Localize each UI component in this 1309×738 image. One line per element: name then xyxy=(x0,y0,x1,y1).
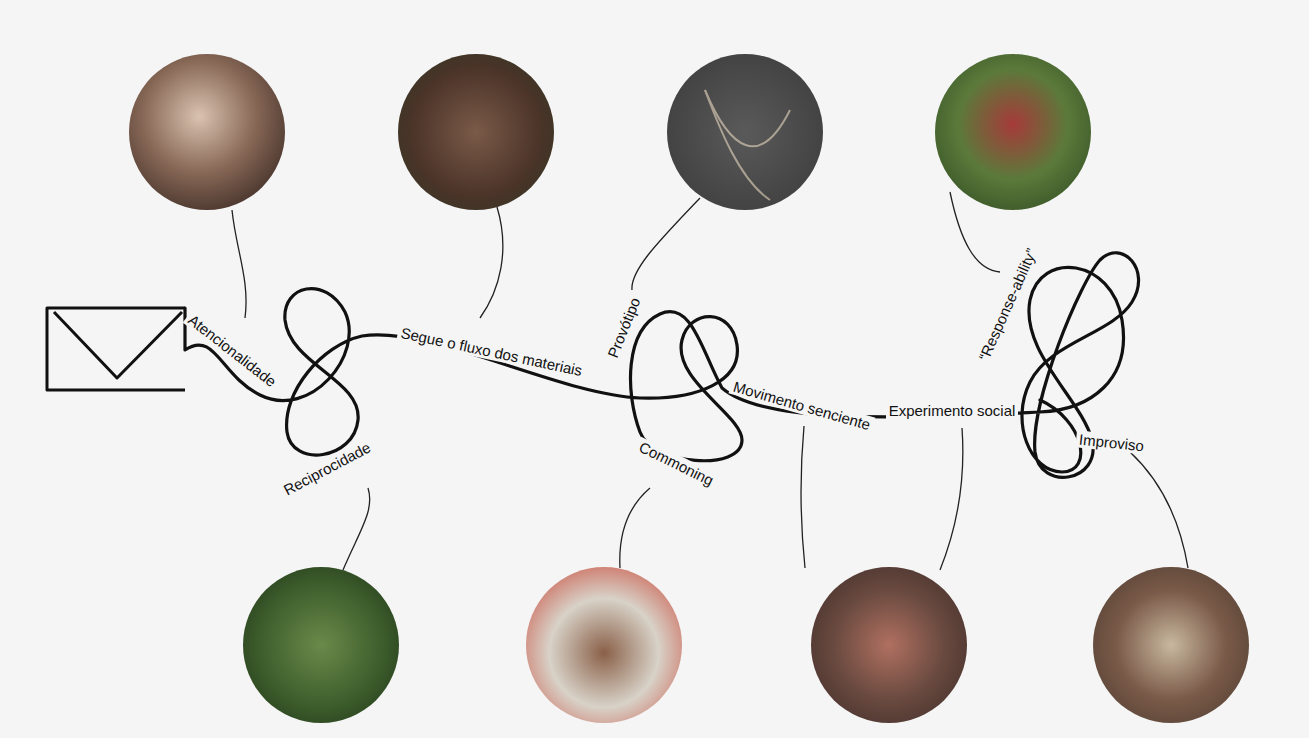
thread-label: Experimento social xyxy=(886,402,1019,419)
thread-label: Atencionalidade xyxy=(182,309,281,392)
knotted-thread xyxy=(185,253,1139,478)
thread-label: Improviso xyxy=(1076,430,1148,454)
thread-label: Segue o fluxo dos materiais xyxy=(397,323,587,379)
envelope-icon xyxy=(47,308,185,390)
thread-label: Movimento senciente xyxy=(729,376,876,433)
thread-label: Provótipo xyxy=(603,292,645,363)
thread-label: Reciprocidade xyxy=(278,437,376,500)
photo-circles xyxy=(129,54,1249,723)
thread-label: Commoning xyxy=(633,436,719,489)
thread-label: “Response-ability” xyxy=(973,243,1040,366)
